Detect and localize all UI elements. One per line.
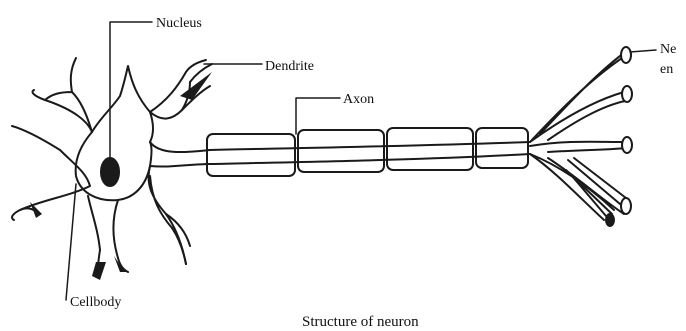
nucleus-leader xyxy=(110,22,152,160)
cellbody-leader xyxy=(66,184,76,300)
nerve-ending-label-line1: Ne xyxy=(660,42,676,57)
terminal-bulb xyxy=(622,137,632,153)
axon-lower-line xyxy=(210,154,530,164)
dendrite-upper-right xyxy=(150,60,212,112)
axon-label: Axon xyxy=(343,92,374,107)
nerve-ending-label-line2: en xyxy=(660,62,673,77)
myelin-segment xyxy=(476,128,528,168)
myelin-segment xyxy=(298,130,384,172)
myelin-segment xyxy=(207,134,295,176)
nerve-ending-leader xyxy=(630,50,656,52)
terminal-bulb xyxy=(622,86,632,102)
nucleus xyxy=(101,158,119,186)
dendrite-bottom-tip xyxy=(92,262,106,280)
hillock-upper xyxy=(150,112,153,142)
axon-terminal-branches xyxy=(530,50,630,220)
terminal-bulb xyxy=(621,198,631,214)
terminal-bulb-dark xyxy=(606,214,614,226)
axon-terminal-tubes xyxy=(566,158,626,216)
dendrite-lower-right xyxy=(166,214,190,264)
nucleus-label: Nucleus xyxy=(156,16,202,31)
axon-leader xyxy=(296,98,340,134)
axon-upper-line xyxy=(210,142,530,150)
terminal-bulb xyxy=(621,47,631,63)
dendrite-label: Dendrite xyxy=(265,59,314,74)
cellbody-label: Cellbody xyxy=(70,295,121,310)
myelin-segment xyxy=(387,128,473,170)
diagram-caption: Structure of neuron xyxy=(302,314,419,330)
